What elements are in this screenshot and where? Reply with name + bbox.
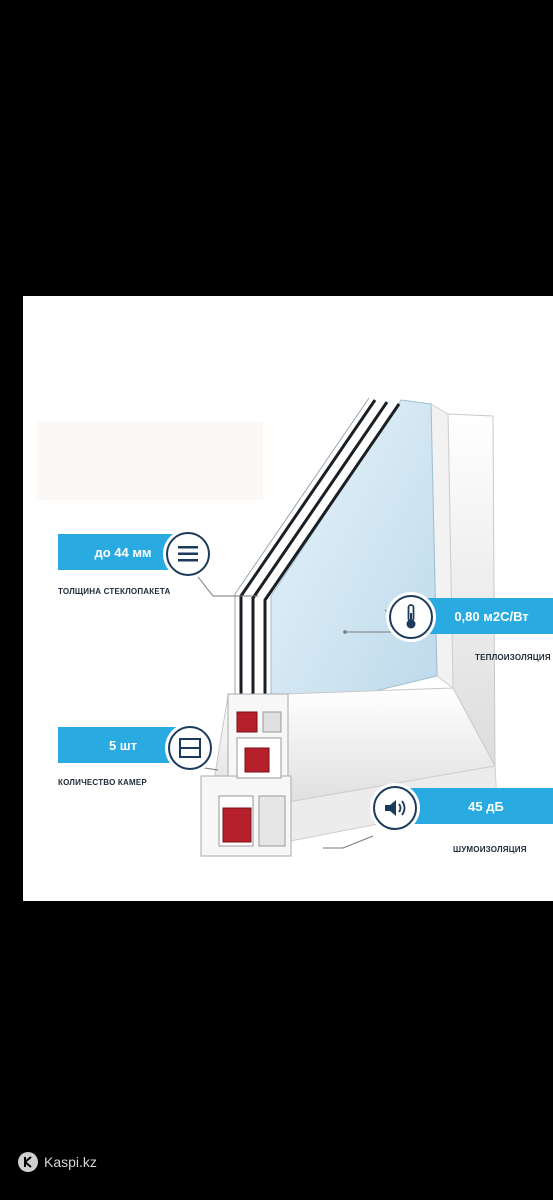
glass-layers-icon [166,532,210,576]
thermal-badge: 0,80 м2С/Вт [416,598,553,634]
speaker-icon [373,786,417,830]
blurred-area [37,422,263,500]
product-image-card: до 44 мм ТОЛЩИНА СТЕКЛОПАКЕТА 5 шт КОЛИЧ… [23,296,553,901]
sound-value: 45 дБ [468,798,504,814]
chambers-caption: КОЛИЧЕСТВО КАМЕР [58,778,147,787]
sound-badge: 45 дБ [395,788,553,824]
thermal-caption: ТЕПЛОИЗОЛЯЦИЯ [475,653,551,662]
chambers-value: 5 шт [108,737,138,753]
glass-thickness-caption: ТОЛЩИНА СТЕКЛОПАКЕТА [58,587,171,596]
kaspi-logo-icon [18,1152,38,1172]
thermal-value: 0,80 м2С/Вт [454,608,529,624]
sound-caption: ШУМОИЗОЛЯЦИЯ [453,845,527,854]
thermometer-icon [389,595,433,639]
kaspi-brand-text: Kaspi.kz [44,1154,97,1170]
chambers-badge: 5 шт [58,727,188,763]
chambers-icon [168,726,212,770]
glass-thickness-value: до 44 мм [94,544,152,560]
kaspi-watermark: Kaspi.kz [18,1152,97,1172]
